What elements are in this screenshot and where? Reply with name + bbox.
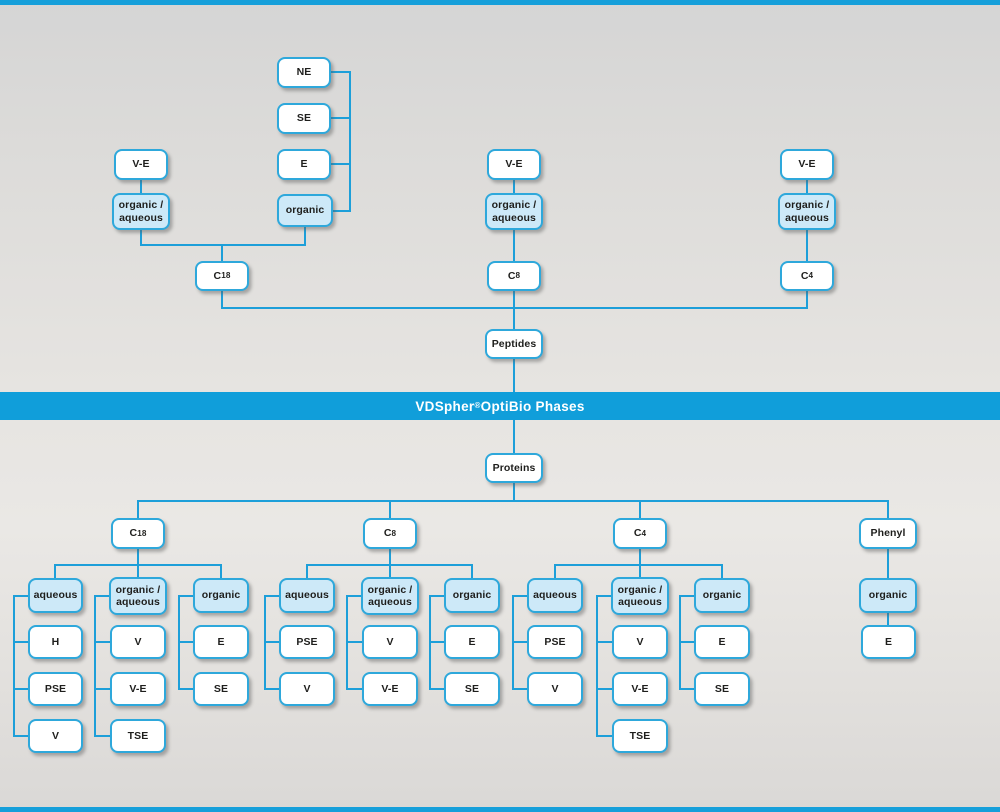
- proteins-c4-aqueous-child-pse: PSE: [527, 625, 583, 659]
- peptides-c18-organic-child-ne: NE: [277, 57, 331, 88]
- proteins-c8-oa-child-ve: V-E: [362, 672, 418, 706]
- proteins-phenyl-category-organic: organic: [859, 578, 917, 613]
- proteins-c8-organic-child-e: E: [444, 625, 500, 659]
- peptides-c18-organic-child-se: SE: [277, 103, 331, 134]
- proteins-c4-category-organic: organic: [694, 578, 750, 613]
- proteins-c4-organic-child-se: SE: [694, 672, 750, 706]
- proteins-c8-organic-child-se: SE: [444, 672, 500, 706]
- proteins-c18-aqueous-child-h: H: [28, 625, 83, 659]
- proteins-c4-category-organic-aqueous: organic / aqueous: [611, 577, 669, 615]
- bottom-accent-bar: [0, 807, 1000, 812]
- proteins-c18-aqueous-child-v: V: [28, 719, 83, 753]
- peptides-root: Peptides: [485, 329, 543, 359]
- proteins-phenyl-organic-child-e: E: [861, 625, 916, 659]
- proteins-c8-aqueous-child-pse: PSE: [279, 625, 335, 659]
- proteins-c18-oa-child-tse: TSE: [110, 719, 166, 753]
- proteins-c18-category-organic: organic: [193, 578, 249, 613]
- peptides-c18-organic-child-e: E: [277, 149, 331, 180]
- proteins-c4-organic-child-e: E: [694, 625, 750, 659]
- proteins-c8-category-organic-aqueous: organic / aqueous: [361, 577, 419, 615]
- proteins-c8-oa-child-v: V: [362, 625, 418, 659]
- peptides-c8-oa-child-ve: V-E: [487, 149, 541, 180]
- proteins-c4-aqueous-child-v: V: [527, 672, 583, 706]
- proteins-c18-aqueous-child-pse: PSE: [28, 672, 83, 706]
- proteins-root: Proteins: [485, 453, 543, 483]
- peptides-c18-category-organic: organic: [277, 194, 333, 227]
- proteins-c18-category-aqueous: aqueous: [28, 578, 83, 613]
- peptides-c18-category-organic-aqueous: organic / aqueous: [112, 193, 170, 230]
- proteins-c4-oa-child-tse: TSE: [612, 719, 668, 753]
- proteins-column-phenyl: Phenyl: [859, 518, 917, 549]
- proteins-c4-oa-child-v: V: [612, 625, 668, 659]
- top-accent-bar: [0, 0, 1000, 5]
- banner-title: VDSpher® OptiBio Phases: [0, 392, 1000, 420]
- proteins-c18-oa-child-ve: V-E: [110, 672, 166, 706]
- peptides-c8-category-organic-aqueous: organic / aqueous: [485, 193, 543, 230]
- proteins-c18-category-organic-aqueous: organic / aqueous: [109, 577, 167, 615]
- proteins-c18-organic-child-e: E: [193, 625, 249, 659]
- proteins-c4-oa-child-ve: V-E: [612, 672, 668, 706]
- peptides-c4-category-organic-aqueous: organic / aqueous: [778, 193, 836, 230]
- proteins-c18-organic-child-se: SE: [193, 672, 249, 706]
- peptides-c4-oa-child-ve: V-E: [780, 149, 834, 180]
- proteins-c18-oa-child-v: V: [110, 625, 166, 659]
- proteins-c8-category-organic: organic: [444, 578, 500, 613]
- peptides-c18-oa-child-ve: V-E: [114, 149, 168, 180]
- proteins-c8-category-aqueous: aqueous: [279, 578, 335, 613]
- proteins-c4-category-aqueous: aqueous: [527, 578, 583, 613]
- proteins-c8-aqueous-child-v: V: [279, 672, 335, 706]
